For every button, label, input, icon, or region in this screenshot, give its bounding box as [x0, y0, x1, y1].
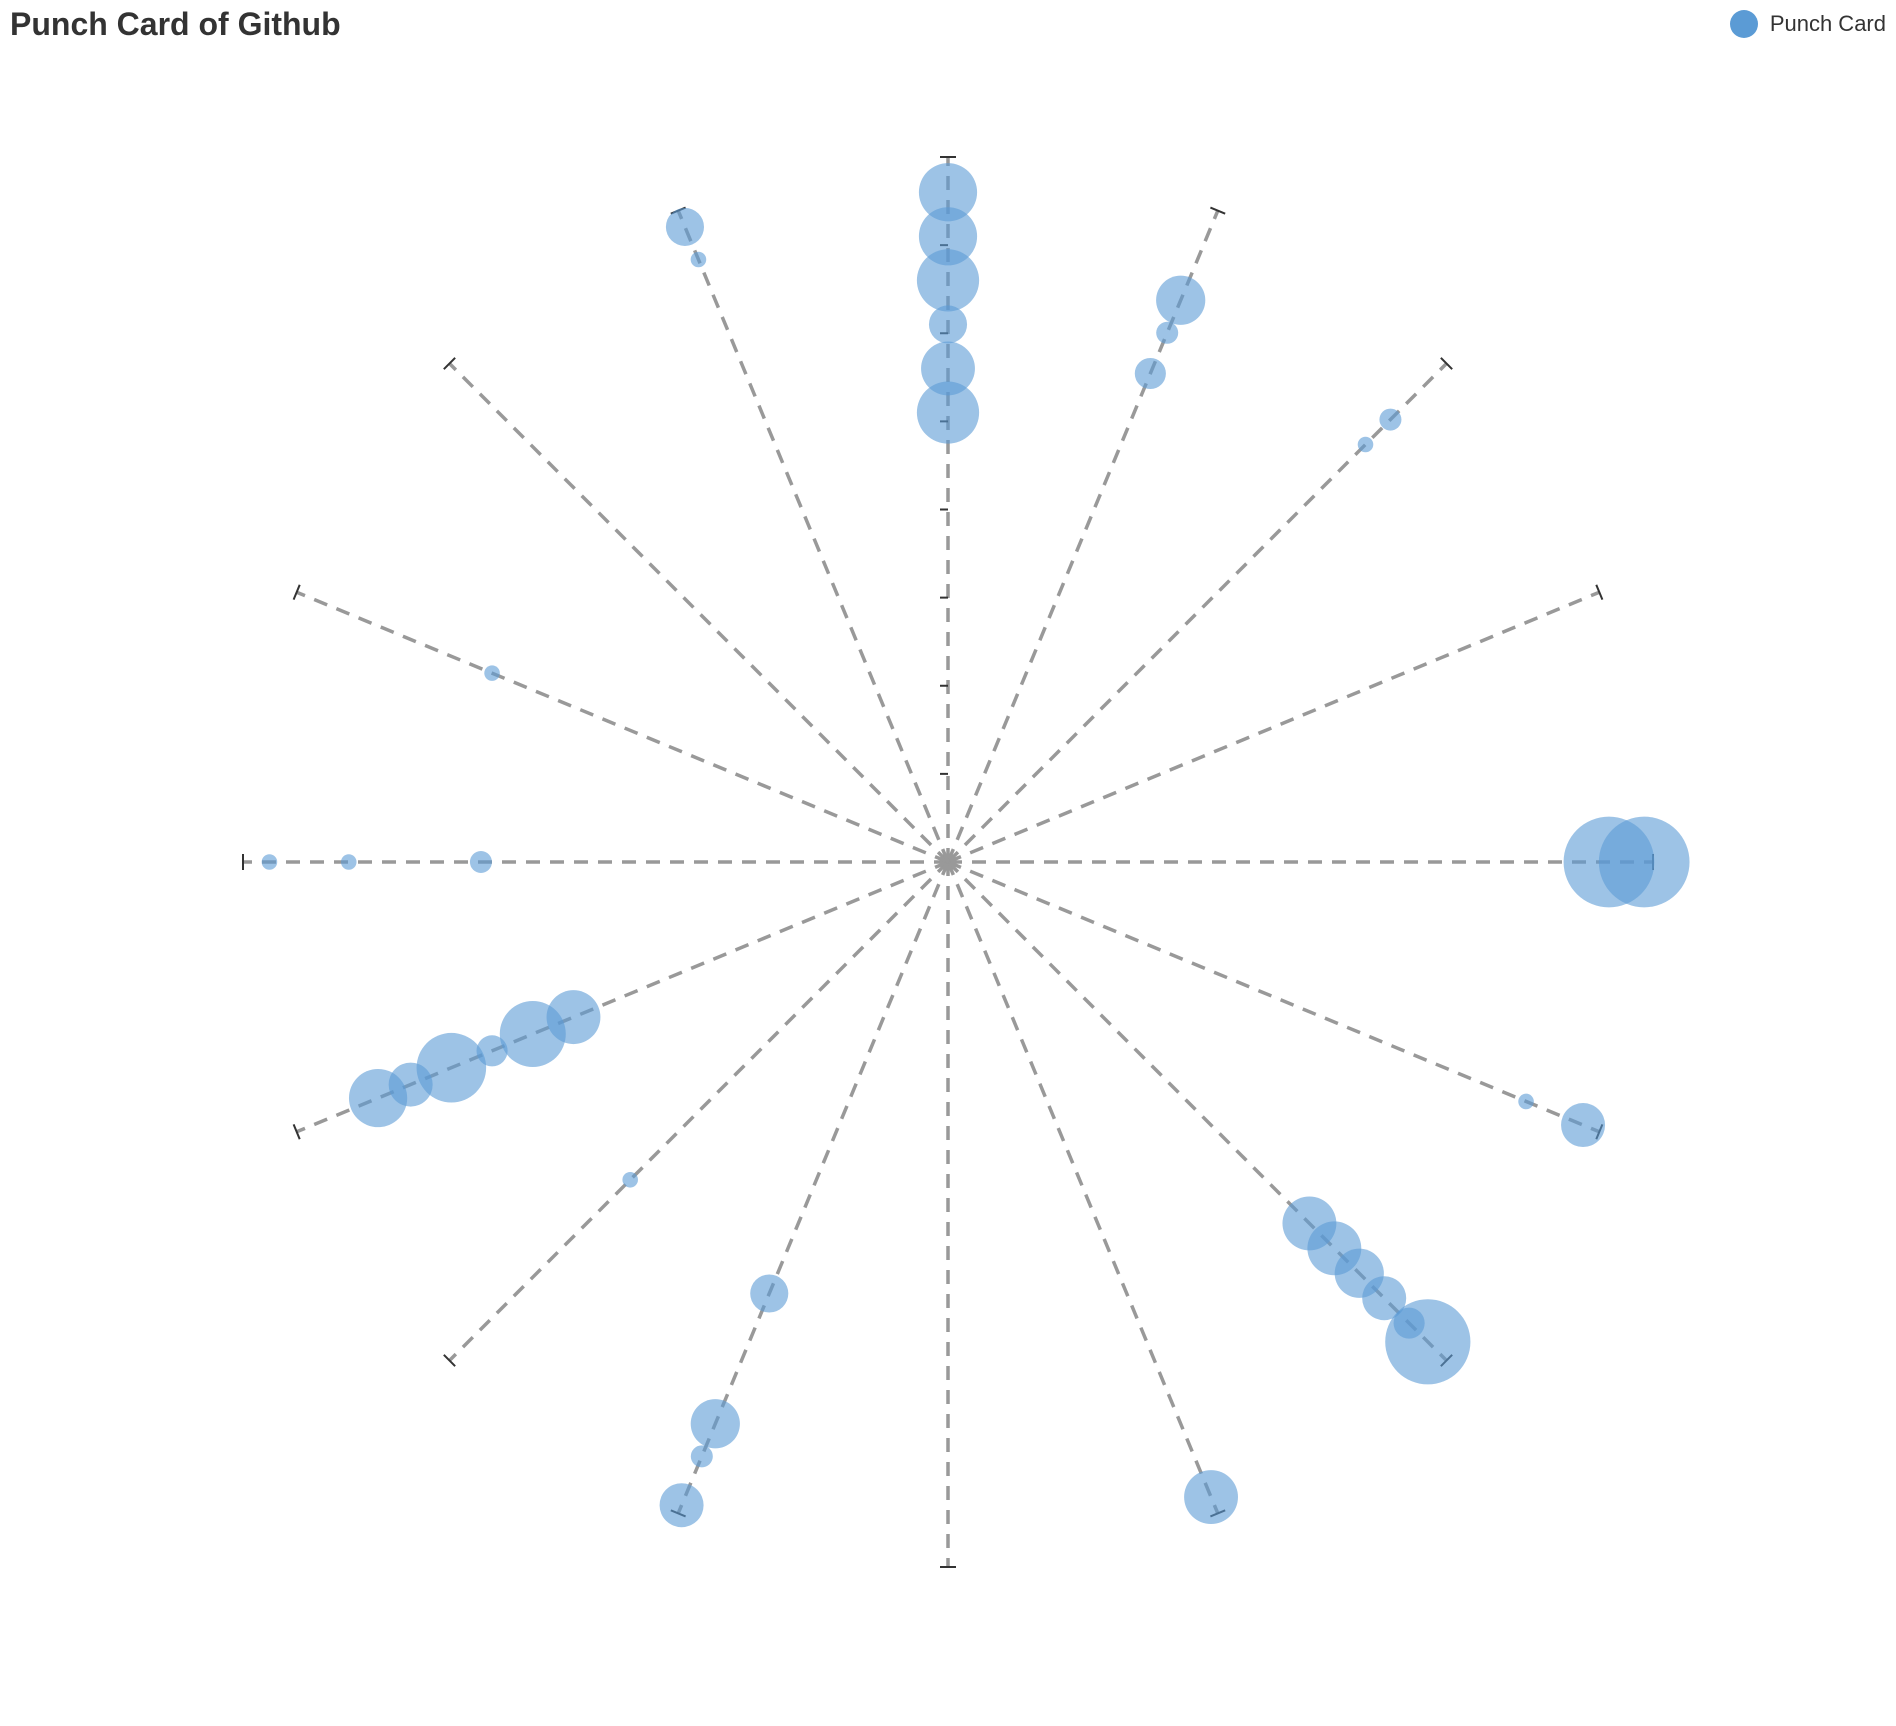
legend-swatch-icon [1729, 10, 1758, 38]
data-point[interactable] [499, 1000, 566, 1067]
data-point[interactable] [1518, 1093, 1534, 1110]
legend[interactable]: Punch Card [1729, 10, 1886, 38]
axis-end-tick-11 [292, 1124, 301, 1140]
data-point[interactable] [1184, 1470, 1238, 1524]
data-point[interactable] [918, 207, 978, 266]
data-point[interactable] [916, 381, 980, 444]
axis-spoke-3 [947, 590, 1601, 864]
data-point[interactable] [928, 305, 968, 344]
axis-end-tick-13 [292, 584, 301, 600]
data-point[interactable] [469, 851, 492, 873]
data-point[interactable] [659, 1483, 704, 1528]
data-point[interactable] [690, 251, 707, 268]
data-point[interactable] [1561, 1103, 1606, 1148]
data-point[interactable] [1156, 275, 1206, 325]
data-point[interactable] [416, 1032, 487, 1103]
axis-spoke-13 [295, 590, 949, 864]
data-point[interactable] [348, 1068, 408, 1128]
axis-spoke-7 [946, 861, 1220, 1515]
data-point[interactable] [622, 1172, 638, 1188]
axis-spoke-10 [448, 860, 950, 1362]
axis-spoke-14 [448, 362, 950, 864]
data-point[interactable] [750, 1274, 789, 1313]
chart-title: Punch Card of Github [10, 6, 341, 42]
data-point[interactable] [261, 854, 278, 870]
axis-spoke-15 [676, 209, 950, 863]
axis-end-tick-3 [1595, 584, 1604, 600]
data-point[interactable] [1385, 1299, 1471, 1385]
axis-end-tick-2 [1440, 357, 1453, 370]
data-point[interactable] [1156, 321, 1179, 344]
data-point[interactable] [918, 163, 978, 222]
data-point[interactable] [921, 341, 975, 396]
axis-end-tick-1 [1210, 206, 1226, 215]
data-point[interactable] [1134, 357, 1166, 390]
data-point[interactable] [484, 665, 500, 681]
data-point[interactable] [1379, 408, 1402, 431]
data-point[interactable] [665, 207, 705, 247]
data-point[interactable] [1362, 1276, 1407, 1321]
data-point[interactable] [690, 1445, 713, 1468]
data-point[interactable] [690, 1399, 740, 1449]
legend-label: Punch Card [1769, 11, 1886, 36]
axis-spoke-2 [946, 362, 1448, 864]
data-point[interactable] [1357, 436, 1374, 453]
data-points [261, 163, 1690, 1528]
data-point[interactable] [1598, 816, 1690, 908]
data-point[interactable] [916, 249, 980, 312]
axis-end-tick-14 [443, 357, 456, 370]
axis-end-tick-10 [443, 1354, 456, 1367]
axis-spoke-5 [947, 860, 1601, 1134]
data-point[interactable] [340, 854, 357, 870]
